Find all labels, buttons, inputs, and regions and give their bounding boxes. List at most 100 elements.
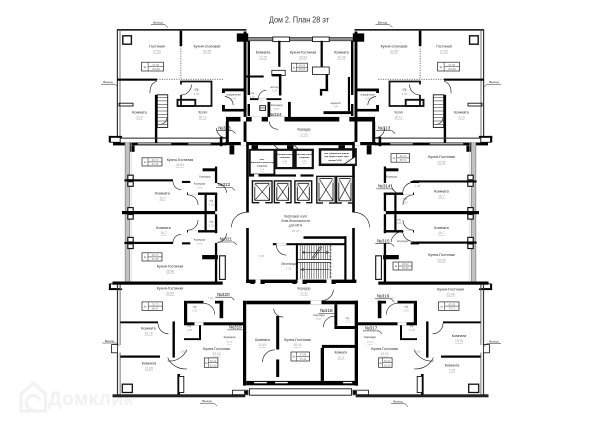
svg-text:55.71: 55.71 <box>400 158 407 162</box>
svg-text:3.83: 3.83 <box>194 92 200 96</box>
svg-text:3.25: 3.25 <box>209 223 215 227</box>
svg-text:46.71: 46.71 <box>152 158 159 162</box>
svg-text:6.27: 6.27 <box>316 317 322 321</box>
svg-text:1к: 1к <box>393 156 396 160</box>
svg-text:4.34: 4.34 <box>231 97 236 100</box>
svg-text:3к: 3к <box>440 65 443 69</box>
svg-text:№313: №313 <box>378 125 391 130</box>
svg-text:5.18: 5.18 <box>409 328 415 332</box>
svg-text:Коридор: Коридор <box>271 103 283 107</box>
svg-text:1.71: 1.71 <box>345 320 351 324</box>
svg-text:2к: 2к <box>144 304 147 308</box>
svg-text:Кухня-Гостиная: Кухня-Гостиная <box>428 253 455 257</box>
svg-text:с/у: с/у <box>187 324 191 328</box>
svg-text:мусора 16.36: мусора 16.36 <box>328 160 342 162</box>
svg-text:Выход: Выход <box>153 21 162 25</box>
svg-text:Выход: Выход <box>393 400 402 404</box>
svg-text:130.80: 130.80 <box>152 67 160 71</box>
svg-text:2к: 2к <box>379 361 382 365</box>
svg-text:70.12: 70.12 <box>300 357 307 361</box>
svg-text:1к: 1к <box>205 361 208 365</box>
svg-text:с/у: с/у <box>403 197 407 201</box>
svg-text:Комната: Комната <box>142 362 157 366</box>
svg-text:Комната: Комната <box>434 190 449 194</box>
svg-text:Выход: Выход <box>489 80 498 84</box>
svg-text:Коридор: Коридор <box>297 287 310 291</box>
svg-text:Зона безопасности: Зона безопасности <box>281 219 310 223</box>
svg-text:Комната: Комната <box>454 111 469 115</box>
svg-text:7.25: 7.25 <box>258 254 264 258</box>
svg-text:пом. уборочного инвент.: пом. уборочного инвент. <box>324 152 350 155</box>
svg-text:25.98: 25.98 <box>438 160 446 164</box>
svg-text:Коридор: Коридор <box>194 182 206 186</box>
svg-text:№320: №320 <box>217 292 230 297</box>
svg-text:74.71: 74.71 <box>449 306 456 310</box>
svg-text:5.38: 5.38 <box>283 161 288 163</box>
svg-text:6.77: 6.77 <box>367 340 373 344</box>
svg-text:Холл: Холл <box>394 111 403 115</box>
svg-text:Комната: Комната <box>445 364 460 368</box>
svg-text:пом.: пом. <box>260 159 265 161</box>
svg-text:№316: №316 <box>377 293 390 298</box>
svg-text:46.92: 46.92 <box>402 262 409 266</box>
svg-text:1.38: 1.38 <box>415 184 421 188</box>
svg-text:№319: №319 <box>229 325 242 330</box>
svg-text:уборочная комната: уборочная комната <box>295 154 314 156</box>
svg-text:кладовая: кладовая <box>299 157 310 159</box>
svg-text:33.65: 33.65 <box>166 292 174 296</box>
svg-text:70.72: 70.72 <box>152 302 159 306</box>
svg-text:Домклик: Домклик <box>48 389 134 410</box>
svg-text:3.25: 3.25 <box>209 202 215 206</box>
svg-text:Комната: Комната <box>155 192 170 196</box>
svg-text:№317: №317 <box>365 326 378 331</box>
svg-text:67.86: 67.86 <box>300 353 307 357</box>
svg-text:Комната: Комната <box>452 334 467 338</box>
svg-text:16.7: 16.7 <box>160 231 166 235</box>
svg-text:Кухня-столовая: Кухня-столовая <box>381 45 408 49</box>
svg-text:1.91: 1.91 <box>404 309 410 313</box>
svg-text:Кухня-Гостиная: Кухня-Гостиная <box>203 347 230 351</box>
svg-text:Коридор: Коридор <box>386 175 398 179</box>
svg-text:Комната: Комната <box>132 111 147 115</box>
svg-text:с/у: с/у <box>209 220 213 224</box>
svg-text:Коридор: Коридор <box>297 128 310 132</box>
svg-text:уборочная комната: уборочная комната <box>276 154 295 156</box>
svg-text:№323: №323 <box>218 125 231 130</box>
svg-text:1.14: 1.14 <box>260 169 265 171</box>
svg-text:30.11: 30.11 <box>199 116 207 120</box>
svg-text:12.25: 12.25 <box>259 56 267 60</box>
svg-text:Выход: Выход <box>105 339 114 343</box>
svg-text:17.96: 17.96 <box>300 133 308 137</box>
svg-text:Выход: Выход <box>202 399 211 403</box>
svg-text:2к: 2к <box>440 304 443 308</box>
svg-text:21.9: 21.9 <box>458 116 464 120</box>
svg-text:7.41: 7.41 <box>208 296 214 300</box>
svg-text:4.04: 4.04 <box>333 106 338 109</box>
svg-text:с/у: с/у <box>410 324 414 328</box>
svg-text:Выход: Выход <box>489 340 498 344</box>
svg-text:Комната: Комната <box>156 226 171 230</box>
svg-text:23.45: 23.45 <box>447 293 455 297</box>
svg-text:15.47: 15.47 <box>292 229 300 233</box>
svg-text:86.97: 86.97 <box>152 306 159 310</box>
svg-text:Выход: Выход <box>103 80 112 84</box>
svg-text:52.41: 52.41 <box>210 359 217 363</box>
svg-text:Комната: Комната <box>334 51 349 55</box>
svg-text:16.7: 16.7 <box>438 231 444 235</box>
svg-text:Кухня-Гостиная: Кухня-Гостиная <box>157 287 184 291</box>
svg-text:2.82: 2.82 <box>415 349 421 353</box>
svg-text:52.41: 52.41 <box>384 359 391 363</box>
svg-text:1.34: 1.34 <box>272 90 277 93</box>
svg-text:6.77: 6.77 <box>227 340 233 344</box>
svg-text:с/у: с/у <box>251 91 255 95</box>
svg-text:№314: №314 <box>378 184 391 189</box>
svg-text:с/у: с/у <box>193 305 197 309</box>
svg-text:с/у: с/у <box>346 316 350 320</box>
svg-text:№322: №322 <box>218 182 231 187</box>
svg-text:для сбора и врем. хран.: для сбора и врем. хран. <box>324 155 349 158</box>
svg-text:63.25: 63.25 <box>449 302 456 306</box>
svg-text:1.91: 1.91 <box>192 309 198 313</box>
svg-text:Кухня-Гостиная: Кухня-Гостиная <box>167 158 194 162</box>
svg-text:21.65: 21.65 <box>145 367 153 371</box>
svg-text:Комната: Комната <box>434 226 449 230</box>
